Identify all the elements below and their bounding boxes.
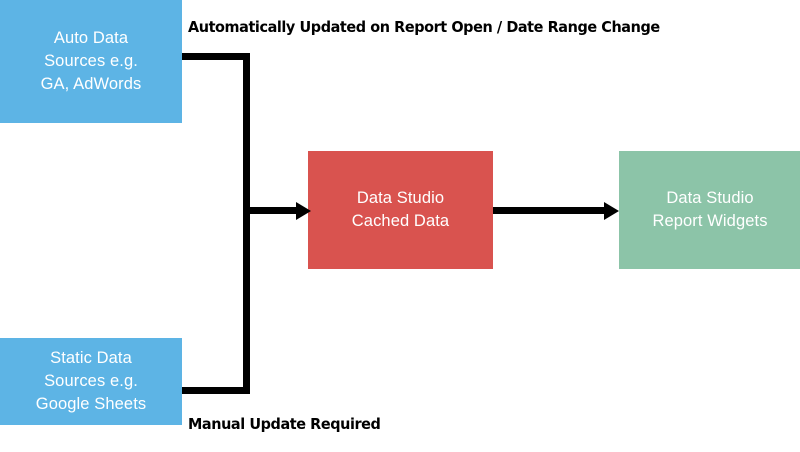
node-static-data-sources-line-1: Static Data <box>50 349 132 368</box>
node-auto-data-sources-line-3: GA, AdWords <box>40 74 142 93</box>
connector-cached-data-to-report-widgets <box>493 207 605 214</box>
label-automatic-update: Automatically Updated on Report Open / D… <box>188 18 660 36</box>
node-data-studio-report-widgets-line-2: Report Widgets <box>652 212 768 230</box>
connector-sources-to-cached-data <box>247 207 301 214</box>
node-data-studio-report-widgets[interactable]: Data Studio Report Widgets <box>619 151 800 269</box>
node-auto-data-sources-line-1: Auto Data <box>53 29 129 48</box>
node-auto-data-sources-line-2: Sources e.g. <box>44 52 138 71</box>
connector-vertical-spine <box>243 53 250 394</box>
node-auto-data-sources[interactable]: Auto Data Sources e.g. GA, AdWords <box>0 0 182 123</box>
node-static-data-sources[interactable]: Static Data Sources e.g. Google Sheets <box>0 338 182 425</box>
node-data-studio-cached-data-line-1: Data Studio <box>356 189 445 208</box>
arrow-right-icon-to-report-widgets <box>604 201 619 220</box>
node-static-data-sources-line-3: Google Sheets <box>35 394 147 413</box>
node-data-studio-report-widgets-line-1: Data Studio <box>666 189 754 208</box>
connector-static-sources-horizontal <box>182 387 250 394</box>
node-static-data-sources-line-2: Sources e.g. <box>44 372 138 391</box>
node-data-studio-cached-data[interactable]: Data Studio Cached Data <box>308 151 493 269</box>
connector-auto-sources-horizontal <box>182 53 250 60</box>
arrow-right-icon-to-cached-data <box>296 201 311 220</box>
node-data-studio-cached-data-line-2: Cached Data <box>351 212 450 230</box>
label-manual-update: Manual Update Required <box>188 415 381 433</box>
